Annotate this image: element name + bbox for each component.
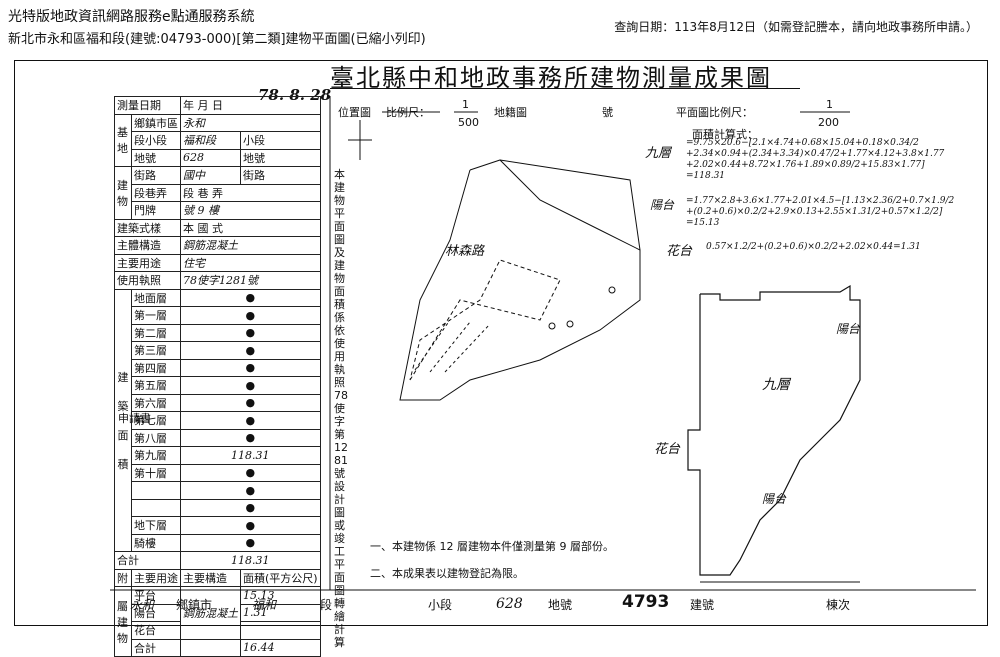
floor-10: 第十層	[131, 463, 181, 482]
document-title: 臺北縣中和地政事務所建物測量成果圖	[330, 64, 772, 92]
query-date: 查詢日期：113年8月12日（如需登記謄本，請向地政事務所申請。）	[614, 20, 978, 34]
bottom-landno: 628	[496, 596, 523, 612]
month-label: 月	[197, 99, 209, 113]
plan-balcony-label: 陽台	[836, 322, 861, 336]
floor-4: 第四層	[131, 358, 181, 377]
floor-8: 第八層	[131, 428, 181, 447]
bottom-section-unit: 段	[320, 598, 333, 612]
section-value: 福和段	[180, 131, 241, 150]
document-subtitle: 新北市永和區福和段(建號:04793-000)[第二類]建物平面圖(已縮小列印)	[8, 32, 426, 47]
plan-floor-label: 九層	[762, 377, 790, 393]
number-label: 號	[602, 106, 613, 119]
floor9-calc-label: 九層	[645, 146, 672, 161]
day-label: 日	[212, 99, 223, 113]
floor9-calc: =9.75×20.6−[2.1×4.74+0.68×15.04+0.18×0.3…	[686, 138, 944, 182]
calc-line: +2.02×0.44+8.72×1.76+1.89×0.89/2+15.83×1…	[686, 160, 925, 170]
year-label: 年	[183, 99, 194, 113]
survey-date-label: 測量日期	[114, 96, 181, 115]
floor-9: 第九層	[131, 446, 181, 465]
bottom-sheet-unit: 棟次	[826, 598, 851, 612]
title-underline	[330, 88, 800, 89]
calc-line: =118.31	[686, 171, 726, 181]
annex-structure-value: 鋼筋混凝土	[180, 586, 241, 640]
area-calc-label: 面積計算式：	[692, 128, 758, 141]
vertical-note: 本建物平面圖及建物面積係依使用執照78使字第1281號設計圖或竣工平面圖轉繪計算	[334, 168, 348, 649]
landno-unit: 地號	[240, 148, 321, 167]
note-1: 一、本建物係 12 層建物本件僅測量第 9 層部份。	[370, 540, 614, 553]
road-label: 林森路	[445, 244, 485, 259]
annex-row-area: 1.31	[240, 603, 321, 622]
annex-row-use: 平台	[131, 586, 181, 605]
cadastral-label: 地籍圖	[494, 106, 527, 119]
annex-use-header: 主要用途	[131, 568, 181, 587]
applicant-label: 申請書	[118, 412, 151, 425]
note-2: 二、本成果表以建物登記為限。	[370, 567, 524, 580]
bottom-build-no: 4793	[622, 592, 670, 612]
landno-value: 628	[180, 148, 241, 167]
plan-balcony-label-2: 陽台	[762, 492, 787, 506]
plan-scale-label: 平面圖比例尺：	[676, 106, 753, 119]
flower-calc-label: 花台	[666, 244, 693, 259]
plan-flower-label: 花台	[654, 442, 681, 457]
balcony-calc-label: 陽台	[650, 198, 675, 212]
floor-6: 第六層	[131, 393, 181, 412]
flower-calc: 0.57×1.2/2+(0.2+0.6)×0.2/2+2.02×0.44=1.3…	[706, 242, 921, 252]
calc-line: =15.13	[686, 218, 720, 228]
total-label: 合計	[114, 551, 181, 570]
document-frame	[14, 60, 988, 626]
township-value: 永和	[180, 113, 321, 132]
location-map-label: 位置圖	[338, 106, 371, 119]
street-unit: 街路	[240, 166, 321, 185]
scale-bottom: 500	[458, 116, 479, 129]
plan-scale-top: 1	[826, 98, 833, 111]
floor-ground: 地面層	[131, 288, 181, 307]
floor-9-area: 118.31	[180, 446, 321, 465]
use-label: 主要用途	[114, 253, 181, 272]
calc-line: =1.77×2.8+3.6×1.77+2.01×4.5−[1.13×2.36/2…	[686, 196, 955, 206]
plan-scale-bottom: 200	[818, 116, 839, 129]
bottom-township: 永和	[130, 598, 155, 612]
bottom-landno-unit: 地號	[548, 598, 573, 612]
balcony-calc: =1.77×2.8+3.6×1.77+2.01×4.5−[1.13×2.36/2…	[686, 196, 954, 229]
calc-line: +2.34×0.94+(2.34+3.34)×0.47/2+1.77×4.12+…	[686, 149, 945, 159]
lane-label: 段巷弄	[131, 183, 181, 202]
bottom-subsection-unit: 小段	[428, 598, 453, 612]
annex-structure-header: 主要構造	[180, 568, 241, 587]
system-title: 光特版地政資訊網路服務e點通服務系統	[8, 9, 255, 25]
bottom-build-unit: 建號	[690, 598, 715, 612]
annex-row-area: 15.13	[240, 586, 321, 605]
calc-line: =9.75×20.6−[2.1×4.74+0.68×15.04+0.18×0.3…	[686, 138, 919, 148]
bottom-section: 福和	[252, 598, 277, 612]
scale-top: 1	[462, 98, 469, 111]
calc-line: +(0.2+0.6)×0.2/2+2.9×0.13+2.55×1.31/2+0.…	[686, 207, 943, 217]
license-label: 使用執照	[114, 271, 181, 290]
bottom-township-unit: 鄉鎮市	[176, 598, 213, 612]
